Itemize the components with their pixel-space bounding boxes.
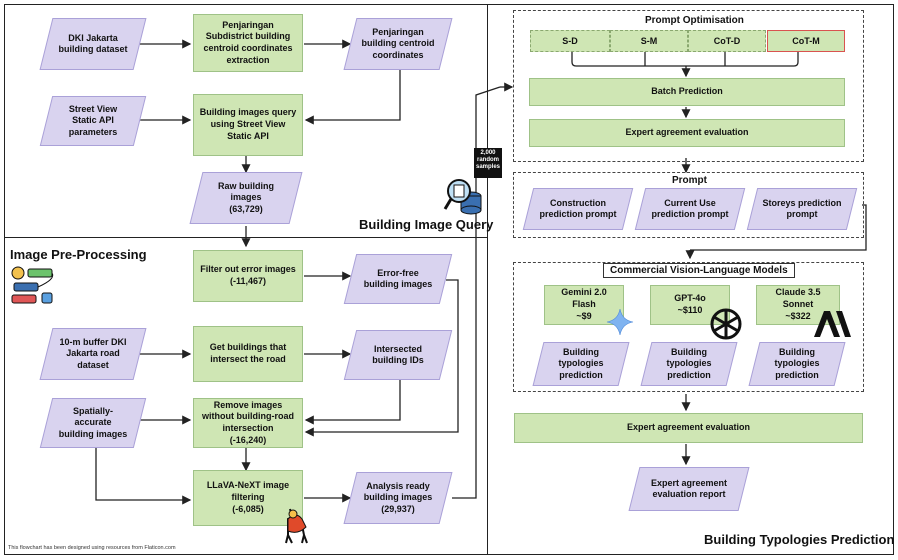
- image-preprocessing-title: Image Pre-Processing: [10, 247, 147, 262]
- intersected-building-ids: Intersected building IDs: [350, 330, 446, 380]
- building-image-query-title: Building Image Query: [359, 217, 494, 232]
- expert-agreement-step-1: Expert agreement evaluation: [529, 119, 845, 147]
- segment-s-m: S-M: [610, 30, 688, 52]
- prompt-group: [513, 172, 864, 238]
- gpt4o-prediction: Building typologies prediction: [646, 342, 732, 386]
- gemini-logo-icon: [606, 308, 634, 336]
- expert-agreement-step-2: Expert agreement evaluation: [514, 413, 863, 443]
- random-samples-badge: 2,000 random samples: [474, 148, 502, 178]
- analysis-ready-images: Analysis ready building images(29,937): [350, 472, 446, 524]
- gemini-prediction: Building typologies prediction: [538, 342, 624, 386]
- footer-credit: This flowchart has been designed using r…: [8, 545, 176, 551]
- dki-building-dataset: DKI Jakarta building dataset: [46, 18, 140, 70]
- prompt-optimisation-group: [513, 10, 864, 162]
- llava-filtering-step: LLaVA-NeXT image filtering(-6,085): [193, 470, 303, 526]
- images-query-step: Building images query using Street View …: [193, 94, 303, 156]
- commercial-vlm-group: [513, 262, 864, 392]
- storeys-prompt: Storeys prediction prompt: [752, 188, 852, 230]
- prompt-optimisation-title: Prompt Optimisation: [645, 15, 744, 26]
- road-buffer-dataset: 10-m buffer DKI Jakarta road dataset: [46, 328, 140, 380]
- construction-prompt: Construction prediction prompt: [528, 188, 628, 230]
- remove-images-step: Remove images without building-road inte…: [193, 398, 303, 448]
- openai-logo-icon: [710, 308, 742, 340]
- centroid-coordinates: Penjaringan building centroid coordinate…: [350, 18, 446, 70]
- claude-prediction: Building typologies prediction: [754, 342, 840, 386]
- database-search-icon: [443, 179, 482, 215]
- current-use-prompt: Current Use prediction prompt: [640, 188, 740, 230]
- segment-s-d: S-D: [530, 30, 610, 52]
- raw-building-images: Raw building images(63,729): [196, 172, 296, 224]
- model-claude: Claude 3.5 Sonnet~$322: [756, 285, 840, 325]
- intersect-road-step: Get buildings that intersect the road: [193, 326, 303, 382]
- prompt-title: Prompt: [672, 175, 707, 186]
- model-gemini: Gemini 2.0 Flash~$9: [544, 285, 624, 325]
- segment-cot-m: CoT-M: [767, 30, 845, 52]
- error-free-images: Error-free building images: [350, 254, 446, 304]
- expert-agreement-report: Expert agreement evaluation report: [634, 467, 744, 511]
- anthropic-logo-icon: [814, 311, 851, 337]
- llama-icon: [285, 508, 308, 544]
- process-flow-icon: [11, 266, 54, 304]
- commercial-vlm-title: Commercial Vision-Language Models: [603, 263, 795, 278]
- filter-error-images-step: Filter out error images(-11,467): [193, 250, 303, 302]
- subdistrict-extraction-step: Penjaringan Subdistrict building centroi…: [193, 14, 303, 72]
- street-view-parameters: Street View Static API parameters: [46, 96, 140, 146]
- segment-cot-d: CoT-D: [688, 30, 766, 52]
- spatially-accurate-images: Spatially-accurate building images: [46, 398, 140, 448]
- building-typologies-title: Building Typologies Prediction: [704, 532, 895, 547]
- batch-prediction-step: Batch Prediction: [529, 78, 845, 106]
